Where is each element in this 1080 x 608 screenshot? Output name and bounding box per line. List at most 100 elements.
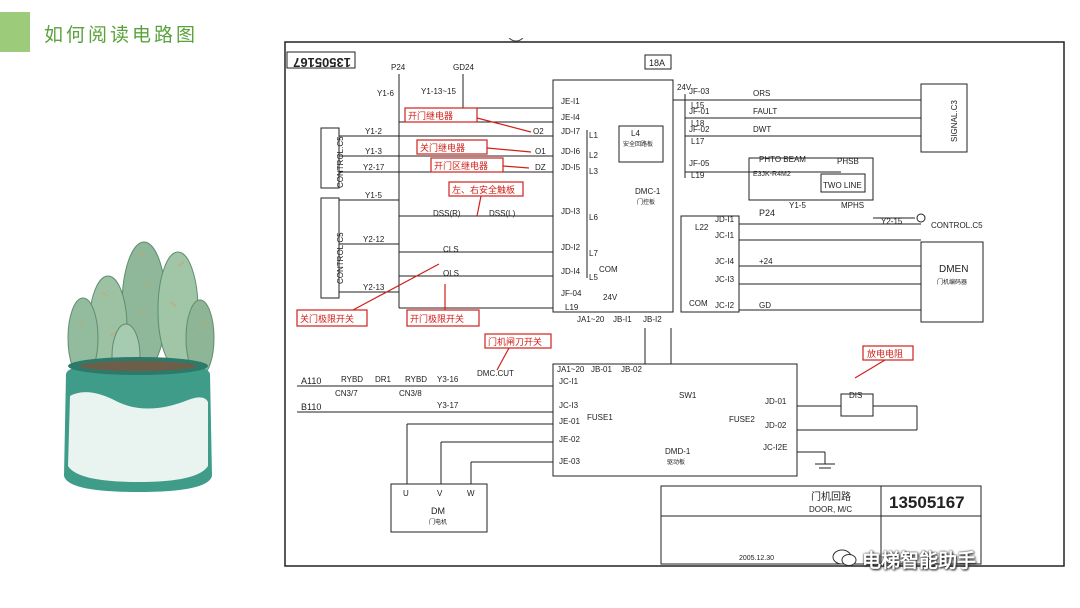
label-rybd: RYBD (341, 375, 363, 384)
label-e3jk: E3JK-R4M2 (753, 171, 791, 178)
label-w: W (467, 489, 475, 498)
label-com-b: COM (689, 299, 708, 308)
label-u: U (403, 489, 409, 498)
label-l6: L6 (589, 213, 598, 222)
label-y1-5: Y1-5 (365, 191, 382, 200)
annotation-knife-switch: 门机闸刀开关 (488, 336, 542, 347)
label-plus24: +24 (759, 257, 773, 266)
label-a110: A110 (301, 376, 321, 386)
label-l19-b: L19 (691, 171, 705, 180)
label-y1-6: Y1-6 (377, 89, 394, 98)
annotation-discharge: 放电电阻 (867, 348, 903, 359)
label-jd-i6: JD-I6 (561, 147, 581, 156)
title-block-number: 13505167 (889, 493, 965, 512)
label-jf-05: JF-05 (689, 159, 710, 168)
label-dr1: DR1 (375, 375, 392, 384)
annotation-safety-edge: 左、右安全触板 (452, 184, 515, 195)
label-y2-15: Y2-15 (881, 217, 903, 226)
label-o1: O1 (535, 147, 546, 156)
label-gd: GD (759, 301, 771, 310)
label-phto-beam: PHTO BEAM (759, 155, 806, 164)
label-l1: L1 (589, 131, 598, 140)
label-ja1-20: JA1~20 (577, 315, 605, 324)
label-phsb: PHSB (837, 157, 859, 166)
annotation-close-relay: 关门继电器 (420, 142, 465, 153)
label-l19: L19 (565, 303, 579, 312)
label-l4-cn: 安全回路板 (623, 140, 653, 148)
control-c5-label-2: CONTROL.C5 (336, 232, 345, 284)
label-dmen: DMEN (939, 264, 968, 275)
label-l3: L3 (589, 167, 598, 176)
label-o2: O2 (533, 127, 544, 136)
label-y3-16: Y3-16 (437, 375, 459, 384)
circuit-diagram: 13505167 18A P24 GD24 Y1-6 Y1-13~15 CONT… (284, 22, 1065, 567)
label-ja1-20-b: JA1~20 (557, 365, 585, 374)
label-dmc1-cn: 门控板 (637, 198, 655, 206)
label-jc-i1: JC-I1 (715, 231, 735, 240)
label-jc-i2: JC-I2 (715, 301, 735, 310)
label-l4: L4 (631, 129, 640, 138)
annotation-zone-relay: 开门区继电器 (434, 160, 488, 171)
label-dmd1: DMD-1 (665, 447, 691, 456)
label-cn3-7: CN3/7 (335, 389, 358, 398)
label-jc-i1-b: JC-I1 (559, 377, 579, 386)
label-l15: L15 (691, 101, 705, 110)
label-y1-2: Y1-2 (365, 127, 382, 136)
label-dz: DZ (535, 163, 546, 172)
label-je-01: JE-01 (559, 417, 580, 426)
label-ors: ORS (753, 89, 770, 98)
annotation-close-limit: 关门极限开关 (300, 313, 354, 324)
label-two-line: TWO LINE (823, 181, 862, 190)
label-l5: L5 (589, 273, 598, 282)
label-jb-i1: JB-I1 (613, 315, 632, 324)
label-l22: L22 (695, 223, 709, 232)
label-l2: L2 (589, 151, 598, 160)
label-dss-r: DSS(R) (433, 209, 461, 218)
label-sw1: SW1 (679, 391, 697, 400)
board-18a: 18A (649, 58, 665, 68)
label-24v: 24V (603, 293, 618, 302)
label-jc-i3: JC-I3 (715, 275, 735, 284)
cactus-illustration (64, 241, 215, 492)
label-jc-i3-b: JC-I3 (559, 401, 579, 410)
label-fault: FAULT (753, 107, 777, 116)
label-jf-03: JF-03 (689, 87, 710, 96)
label-je-i1: JE-I1 (561, 97, 580, 106)
label-dis: DIS (849, 391, 862, 400)
control-c5-right: CONTROL.C5 (931, 221, 983, 230)
label-y1-13-15: Y1-13~15 (421, 87, 456, 96)
label-jf-04: JF-04 (561, 289, 582, 298)
watermark: 电梯智能助手 (862, 550, 977, 572)
label-jd-02: JD-02 (765, 421, 787, 430)
label-mphs: MPHS (841, 201, 864, 210)
label-y2-13: Y2-13 (363, 283, 385, 292)
drawing-id-top: 13505167 (293, 55, 351, 70)
header: 如何阅读电路图 (0, 12, 260, 52)
annotation-open-limit: 开门极限开关 (410, 313, 464, 324)
label-v: V (437, 489, 443, 498)
wechat-icon (832, 549, 857, 566)
label-fuse2: FUSE2 (729, 415, 755, 424)
label-y2-12: Y2-12 (363, 235, 385, 244)
label-jd-01: JD-01 (765, 397, 787, 406)
schematic-sheet: 13505167 18A P24 GD24 Y1-6 Y1-13~15 CONT… (281, 22, 1070, 570)
label-jd-i5: JD-I5 (561, 163, 581, 172)
label-jd-i7: JD-I7 (561, 127, 581, 136)
label-ols: OLS (443, 269, 459, 278)
label-je-03: JE-03 (559, 457, 580, 466)
label-jd-i4: JD-I4 (561, 267, 581, 276)
label-com: COM (599, 265, 618, 274)
label-jc-i2e: JC-I2E (763, 443, 787, 452)
label-jd-i1: JD-I1 (715, 215, 735, 224)
label-cls: CLS (443, 245, 459, 254)
label-je-i4: JE-I4 (561, 113, 580, 122)
label-gd24: GD24 (453, 63, 474, 72)
header-accent-bar (0, 12, 30, 52)
label-y3-17: Y3-17 (437, 401, 459, 410)
label-rybd-2: RYBD (405, 375, 427, 384)
label-l18: L18 (691, 119, 705, 128)
label-jb-01: JB-01 (591, 365, 612, 374)
label-dm: DM (431, 506, 445, 516)
label-dmd1-cn: 驱动板 (667, 458, 685, 466)
page-title: 如何阅读电路图 (44, 24, 199, 46)
